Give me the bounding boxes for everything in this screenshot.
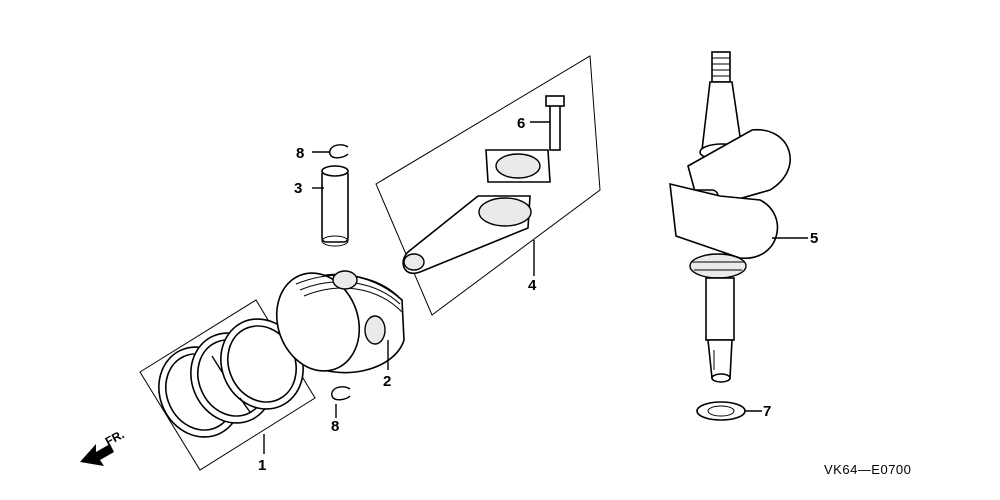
piston-pin-clip-bottom[interactable] xyxy=(331,386,351,401)
front-label: FR. xyxy=(103,427,127,448)
callout-3: 3 xyxy=(294,180,302,197)
callout-5: 5 xyxy=(810,230,818,247)
callout-8-bottom: 8 xyxy=(331,418,339,435)
callout-1: 1 xyxy=(258,457,266,474)
washer[interactable] xyxy=(696,401,746,421)
front-direction-indicator: FR. xyxy=(80,427,126,466)
crankshaft[interactable] xyxy=(669,51,791,383)
callout-6: 6 xyxy=(517,115,525,132)
piston-pin-clip-top[interactable] xyxy=(329,144,349,159)
callout-2: 2 xyxy=(383,373,391,390)
front-arrow-icon xyxy=(80,444,114,466)
leader-lines xyxy=(263,121,808,454)
piston-pin[interactable] xyxy=(321,165,349,247)
connecting-rod-assembly[interactable] xyxy=(375,55,601,316)
piston[interactable] xyxy=(263,261,405,382)
callout-4: 4 xyxy=(528,277,537,294)
callout-8-top: 8 xyxy=(296,145,304,162)
callout-7: 7 xyxy=(763,403,771,420)
diagram-code: VK64—E0700 xyxy=(824,462,911,477)
